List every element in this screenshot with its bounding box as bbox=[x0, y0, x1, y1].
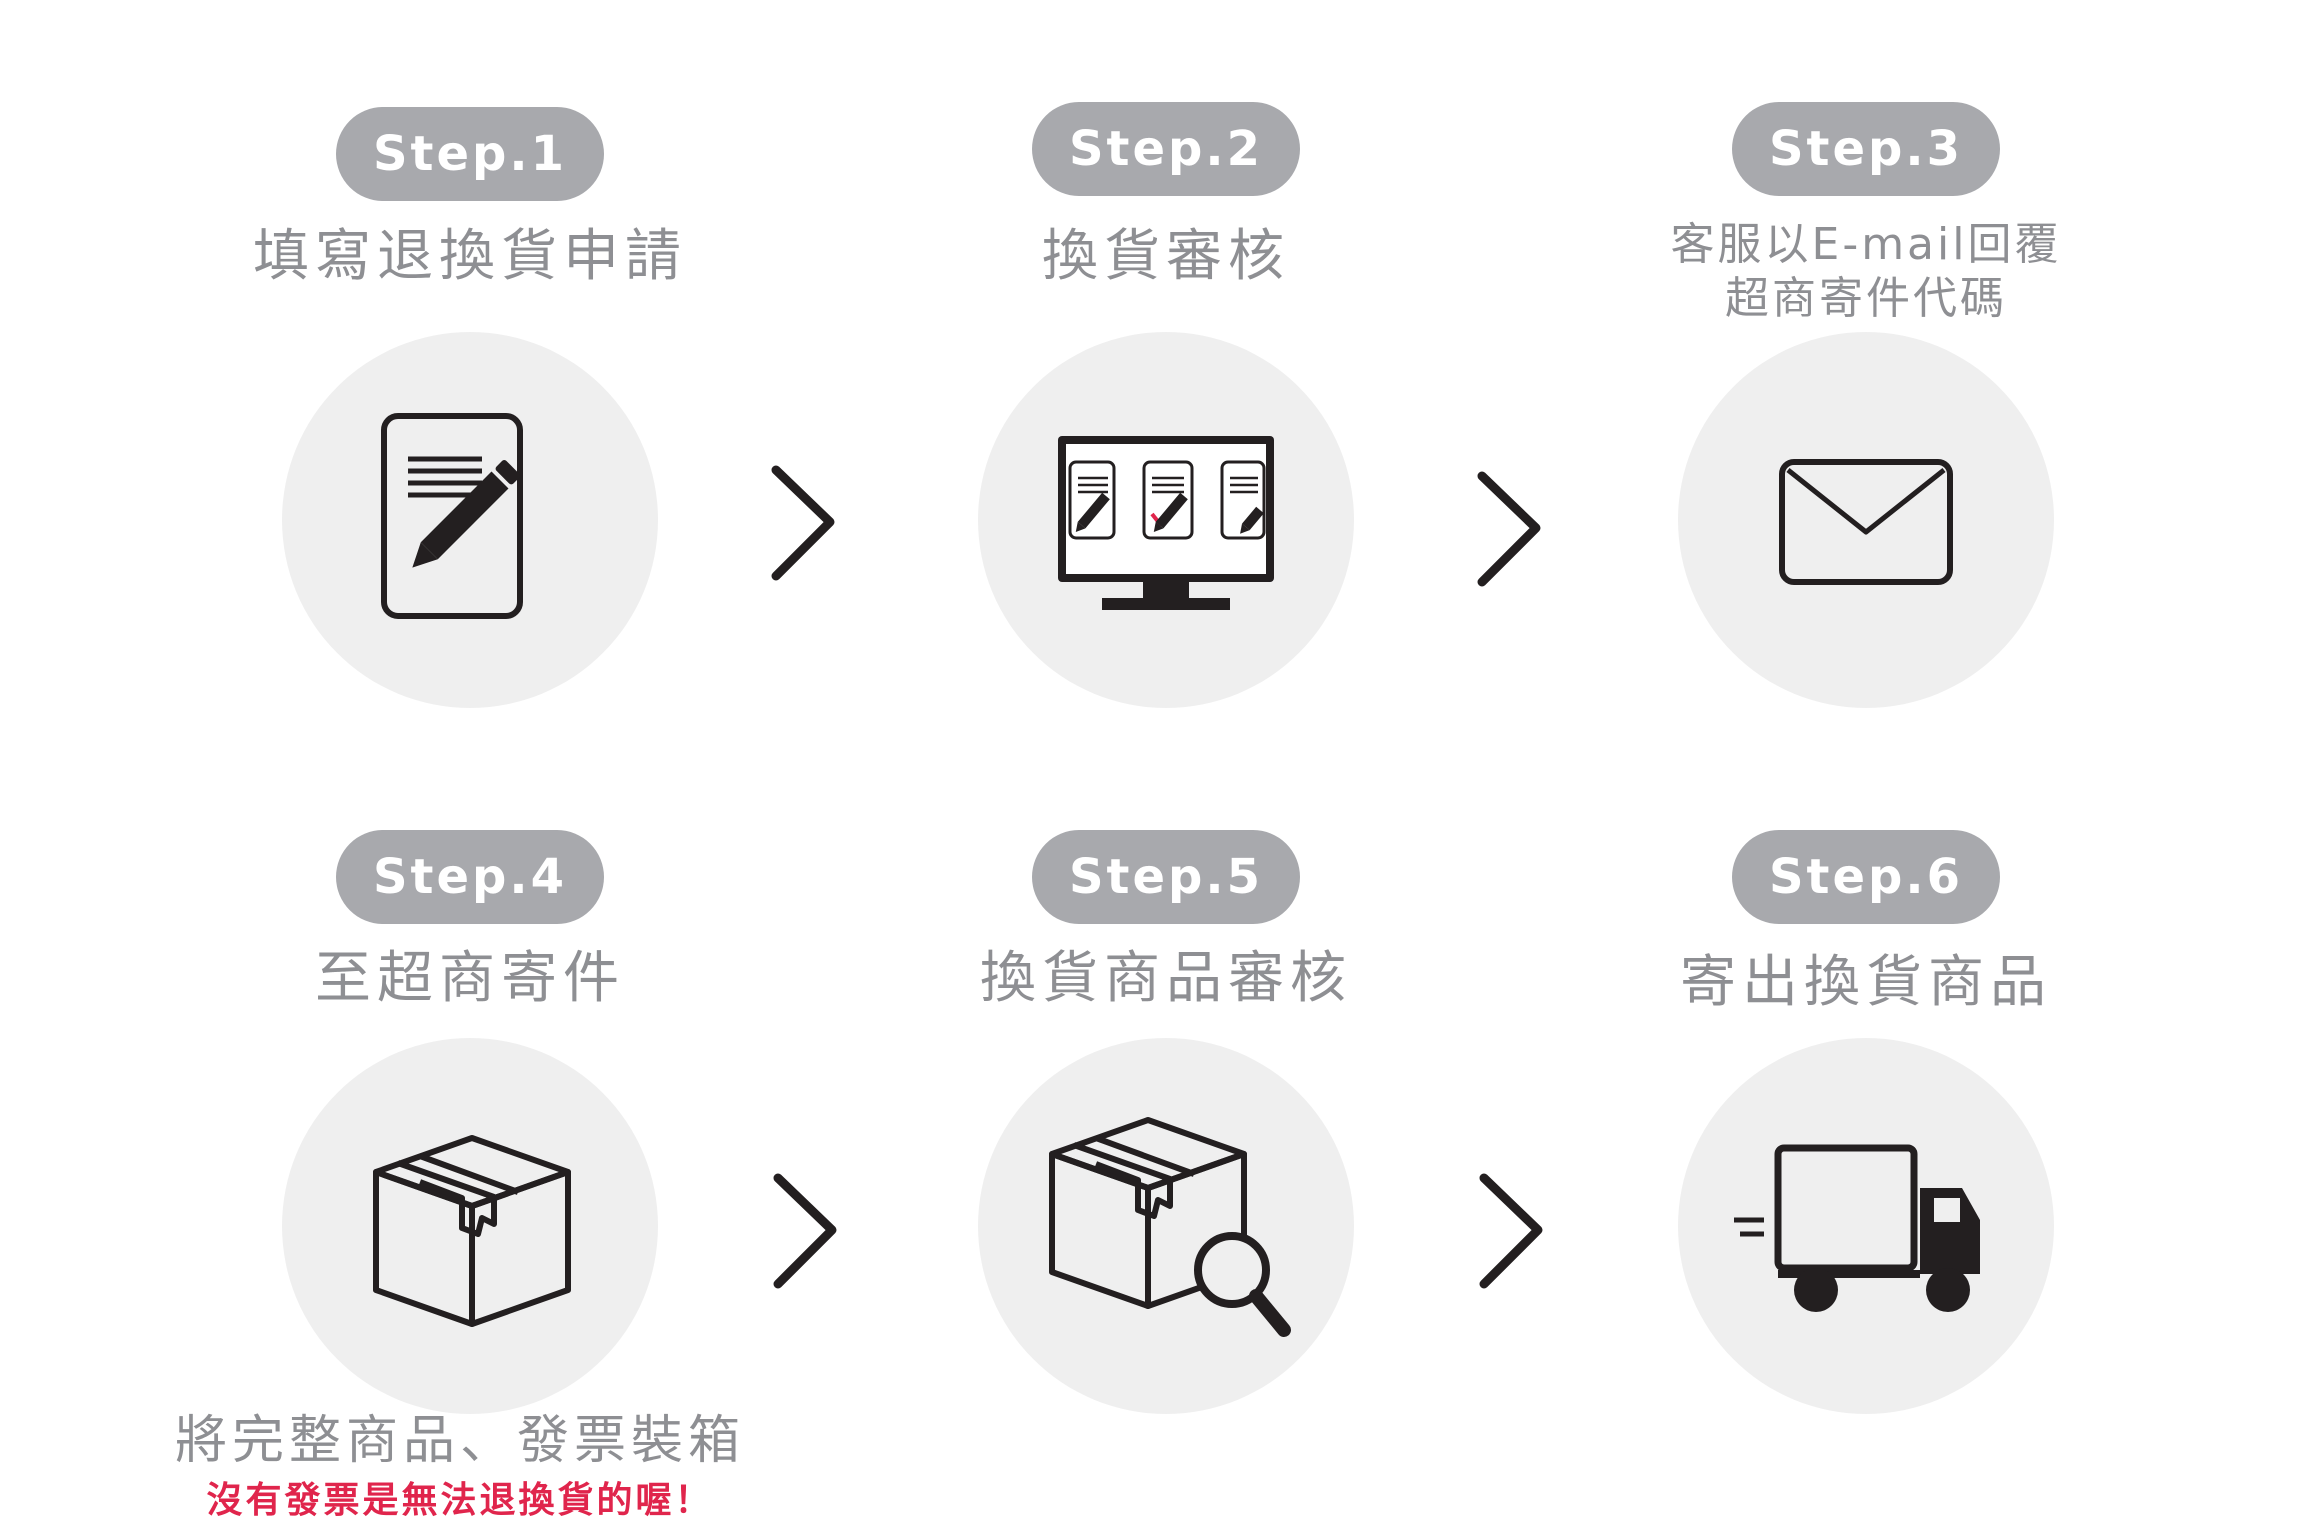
step-3-badge: Step.3 bbox=[1732, 102, 2000, 196]
box-icon bbox=[373, 1135, 571, 1327]
step-1-title: 填寫退換貨申請 bbox=[253, 224, 687, 289]
step-6-title: 寄出換貨商品 bbox=[1680, 950, 2052, 1015]
monitor-review-icon bbox=[1058, 436, 1274, 610]
step-3-icon-circle bbox=[1678, 332, 2054, 708]
packing-note-main: 將完整商品、發票裝箱 bbox=[174, 1411, 745, 1471]
step-5-badge: Step.5 bbox=[1032, 830, 1300, 924]
step-4-title: 至超商寄件 bbox=[315, 946, 625, 1011]
invoice-warning: 沒有發票是無法退換貨的喔！ bbox=[206, 1480, 714, 1521]
chevron-right-icon bbox=[771, 465, 835, 581]
step-4-badge: Step.4 bbox=[336, 830, 604, 924]
step-2-icon-circle bbox=[978, 332, 1354, 708]
envelope-icon bbox=[1779, 459, 1953, 585]
document-pencil-icon bbox=[381, 413, 523, 619]
step-1-badge: Step.1 bbox=[336, 107, 604, 201]
chevron-right-icon bbox=[773, 1173, 837, 1289]
chevron-right-icon bbox=[1479, 1173, 1543, 1289]
step-3-title-line1: 客服以E-mail回覆 bbox=[1670, 219, 2062, 270]
delivery-truck-icon bbox=[1734, 1144, 1980, 1312]
step-1-icon-circle bbox=[282, 332, 658, 708]
step-6-icon-circle bbox=[1678, 1038, 2054, 1414]
packing-note: 將完整商品、發票裝箱 沒有發票是無法退換貨的喔！ bbox=[130, 1406, 790, 1526]
step-2-badge: Step.2 bbox=[1032, 102, 1300, 196]
step-2-title: 換貨審核 bbox=[1042, 224, 1290, 289]
step-4-icon-circle bbox=[282, 1038, 658, 1414]
step-3-title-line2: 超商寄件代碼 bbox=[1725, 273, 2007, 324]
step-5-title: 換貨商品審核 bbox=[980, 946, 1352, 1011]
step-6-badge: Step.6 bbox=[1732, 830, 2000, 924]
step-5-icon-circle bbox=[978, 1038, 1354, 1414]
chevron-right-icon bbox=[1477, 471, 1541, 587]
box-magnifier-icon bbox=[1049, 1117, 1291, 1337]
